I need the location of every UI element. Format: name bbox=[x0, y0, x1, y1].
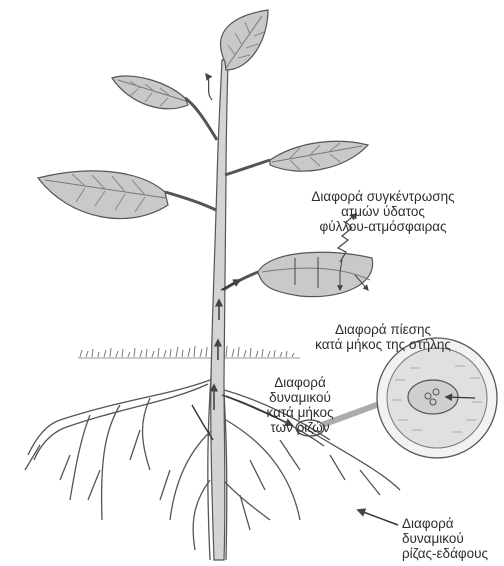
label-line: Διαφορά συγκέντρωσης bbox=[284, 189, 482, 204]
label-pressure-gradient: Διαφορά πίεσης κατά μήκος της στήλης bbox=[290, 322, 476, 352]
soil-surface bbox=[78, 346, 300, 358]
label-line: Διαφορά bbox=[402, 516, 502, 531]
leaf-right bbox=[270, 141, 368, 171]
label-vapor-gradient: Διαφορά συγκέντρωσης ατμών ύδατος φύλλου… bbox=[284, 189, 482, 234]
leaf-lower bbox=[258, 252, 373, 296]
label-root-soil-potential: Διαφορά δυναμικού ρίζας-εδάφους bbox=[402, 516, 502, 561]
leaf-top bbox=[221, 10, 268, 70]
leaf-upper-left bbox=[112, 76, 188, 109]
label-line: ατμών ύδατος bbox=[284, 204, 482, 219]
label-line: κατά μήκος bbox=[245, 405, 355, 420]
label-line: των ριζών bbox=[245, 420, 355, 435]
label-line: κατά μήκος της στήλης bbox=[290, 337, 476, 352]
label-line: δυναμικού bbox=[245, 390, 355, 405]
label-line: φύλλου-ατμόσφαιρας bbox=[284, 219, 482, 234]
label-line: Διαφορά πίεσης bbox=[290, 322, 476, 337]
label-line: Διαφορά bbox=[245, 375, 355, 390]
label-root-potential: Διαφορά δυναμικού κατά μήκος των ριζών bbox=[245, 375, 355, 435]
leaf-left bbox=[38, 171, 168, 219]
label-line: ρίζας-εδάφους bbox=[402, 546, 502, 561]
label-line: δυναμικού bbox=[402, 531, 502, 546]
transpiration-arrow-icon bbox=[206, 74, 212, 100]
soil-arrow-icon bbox=[358, 510, 398, 525]
root-cross-section-icon bbox=[377, 338, 497, 458]
